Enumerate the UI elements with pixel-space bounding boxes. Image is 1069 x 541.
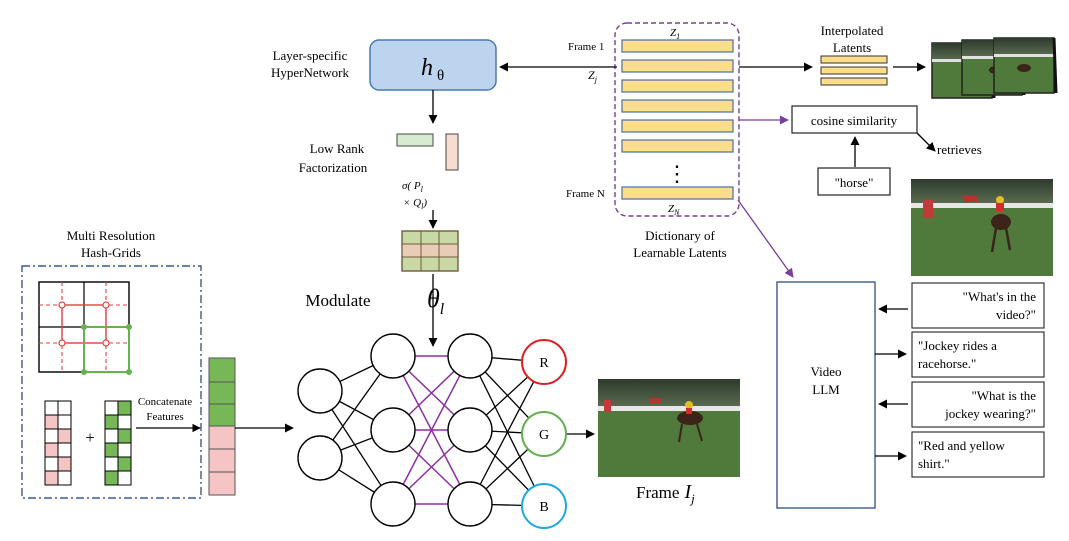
- qa-item-4: "Red and yellow shirt.": [875, 431, 1045, 478]
- video-llm-line2: LLM: [812, 382, 840, 397]
- theta-symbol: θl: [427, 284, 445, 318]
- concat-line1: Concatenate: [138, 396, 192, 408]
- hash-grid-title-line2: Hash-Grids: [81, 245, 141, 260]
- interpolated-latents: Interpolated Latents: [820, 23, 888, 86]
- hash-grid-panel: Multi Resolution Hash-Grids: [21, 228, 202, 499]
- factorization-line2: Factorization: [299, 160, 368, 175]
- factorization-line1: Low Rank: [310, 141, 365, 156]
- query-box: [817, 167, 891, 196]
- hash-grid-icon: [38, 281, 132, 375]
- qa-answer-2-line2: shirt.": [918, 456, 950, 471]
- plus-sign: +: [85, 428, 95, 447]
- feature-table-pink: [44, 400, 72, 486]
- video-llm-line1: Video: [811, 364, 842, 379]
- cosine-similarity-label: cosine similarity: [811, 113, 898, 128]
- dictionary-caption-line1: Dictionary of: [645, 228, 715, 243]
- reconstructed-frame-thumbnail: [598, 379, 740, 477]
- formula-line1: σ( Pl: [402, 180, 424, 194]
- qa-item-1: "What's in the video?": [878, 282, 1045, 329]
- zj-label: Zj: [588, 68, 598, 84]
- retrieves-label: retrieves: [937, 142, 982, 157]
- latent-bars: [621, 39, 734, 200]
- qa-question-2-line2: jockey wearing?": [944, 406, 1036, 421]
- qa-question-2-line1: "What is the: [971, 388, 1036, 403]
- feature-table-green: [104, 400, 132, 486]
- output-label-g: G: [539, 428, 549, 443]
- hypernetwork-caption-line2: HyperNetwork: [271, 65, 349, 80]
- video-llm-box: [776, 281, 876, 509]
- factor-q-bar: [445, 133, 459, 171]
- qa-answer-1-line2: racehorse.": [918, 356, 976, 371]
- output-node-r: [521, 339, 567, 385]
- frame1-label: Frame 1: [568, 41, 604, 53]
- hypernetwork-caption-line1: Layer-specific: [273, 48, 348, 63]
- dictionary-caption-line2: Learnable Latents: [633, 245, 726, 260]
- hypernetwork-block: Layer-specific HyperNetwork h θ: [271, 39, 497, 124]
- qa-item-2: "Jockey rides a racehorse.": [875, 331, 1045, 378]
- output-node-g: [521, 411, 567, 457]
- qa-question-1-line2: video?": [996, 307, 1036, 322]
- arrow-retrieves: [916, 132, 936, 152]
- cosine-similarity-box: [791, 105, 918, 134]
- concat-line2: Features: [146, 411, 183, 423]
- hash-grid-border: [21, 265, 202, 499]
- neural-network-icon: R G B: [297, 333, 567, 529]
- hypernetwork-symbol: h: [421, 55, 433, 81]
- query-label: "horse": [835, 175, 874, 190]
- hypernetwork-subscript: θ: [437, 68, 444, 84]
- qa-question-1-line1: "What's in the: [963, 289, 1037, 304]
- formula-line2: × Ql): [403, 197, 427, 211]
- latent-dictionary: Z1 ⋮ ZN Frame 1 Zj Frame N Dictionary of…: [566, 22, 740, 260]
- low-rank-factorization: Low Rank Factorization σ( Pl × Ql): [299, 133, 459, 272]
- concatenated-feature-vector: [208, 357, 236, 496]
- factor-p-bar: [396, 133, 434, 147]
- hash-grid-title-line1: Multi Resolution: [67, 228, 156, 243]
- interpolated-line2: Latents: [833, 40, 871, 55]
- output-label-b: B: [539, 500, 548, 515]
- dots-icon: ⋮: [666, 161, 688, 186]
- arrow-dictionary-to-llm: [737, 199, 794, 278]
- frameN-label: Frame N: [566, 188, 605, 200]
- output-node-b: [521, 483, 567, 529]
- weight-matrix-icon: [401, 230, 459, 272]
- qa-answer-2-line1: "Red and yellow: [918, 438, 1006, 453]
- mlp-nodes: [297, 333, 493, 527]
- output-label-r: R: [539, 356, 549, 371]
- video-frame-thumbnail: [931, 37, 1058, 99]
- zN-label: ZN: [668, 203, 680, 217]
- qa-item-3: "What is the jockey wearing?": [878, 381, 1045, 428]
- z1-label: Z1: [670, 27, 680, 41]
- qa-answer-1-line1: "Jockey rides a: [918, 338, 997, 353]
- jockey-photo: [911, 179, 1053, 276]
- interpolated-line1: Interpolated: [821, 23, 884, 38]
- modulate-label: Modulate: [305, 291, 370, 310]
- hypernetwork-box: [369, 39, 497, 91]
